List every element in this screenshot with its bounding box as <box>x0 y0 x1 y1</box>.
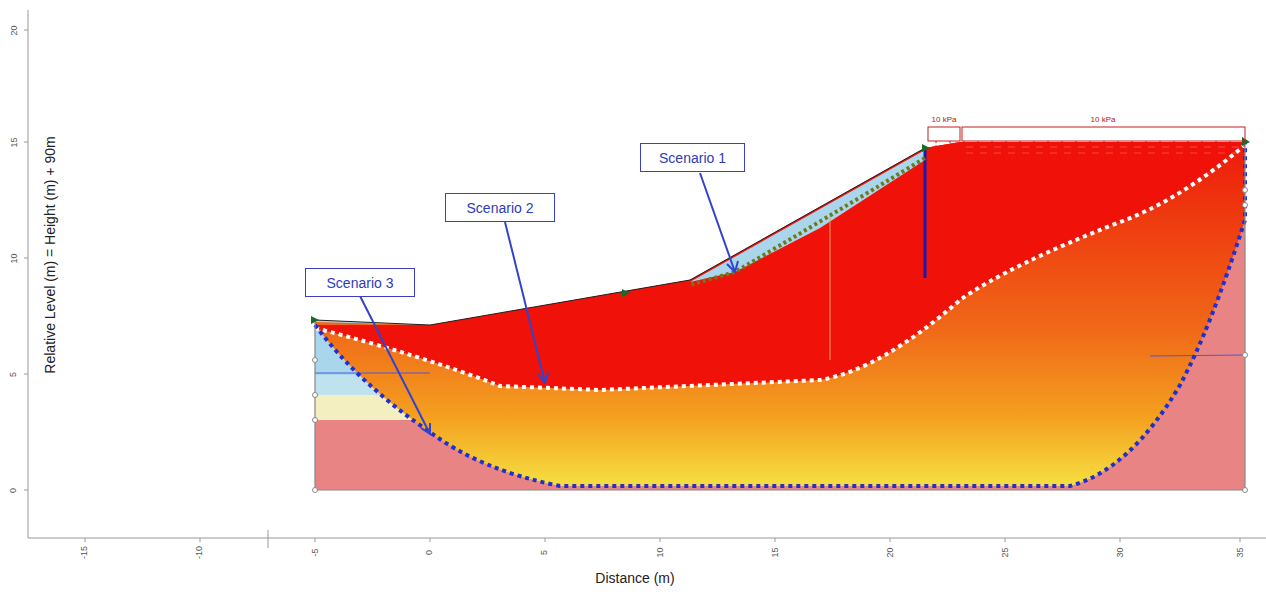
tick-label: 10 <box>9 253 18 263</box>
tick-label: 15 <box>770 547 779 557</box>
callout-arrows <box>360 173 738 434</box>
load-label: 10 kPa <box>1091 116 1116 124</box>
callout-box: Scenario 1 <box>640 143 745 172</box>
load-label: 10 kPa <box>932 116 957 124</box>
tick-label: 35 <box>1235 547 1244 557</box>
tick-label: 0 <box>425 549 434 554</box>
callout-text: Scenario 1 <box>659 150 726 166</box>
surcharge-loads <box>928 127 1245 141</box>
tick-label: 15 <box>9 137 18 147</box>
tick-label: 0 <box>9 487 18 492</box>
tick-label: 20 <box>9 25 18 35</box>
model-boundary <box>315 142 1245 490</box>
callout-text: Scenario 2 <box>467 200 534 216</box>
soil-body <box>315 142 1245 490</box>
x-axis <box>28 538 1266 539</box>
scenario-1-surface <box>690 158 925 285</box>
tick-label: -5 <box>310 548 319 556</box>
tick-label: 20 <box>885 547 894 557</box>
tick-label: -15 <box>80 545 89 558</box>
boundary-nodes <box>313 188 1248 493</box>
callout-text: Scenario 3 <box>327 275 394 291</box>
vertex-markers <box>311 137 1250 324</box>
reinforcement-line <box>924 150 927 278</box>
scenario-3-surface <box>315 142 1245 486</box>
tick-label: -10 <box>195 545 204 558</box>
water-table <box>315 372 430 373</box>
tick-label: 25 <box>1000 547 1009 557</box>
axis-title: Distance (m) <box>595 571 674 585</box>
axis-title: Relative Level (m) = Height (m) + 90m <box>43 136 57 373</box>
callout-box: Scenario 2 <box>445 193 555 222</box>
tick-label: 10 <box>655 547 664 557</box>
load-arrows <box>936 141 1244 150</box>
y-axis <box>28 10 29 538</box>
tick-label: 30 <box>1115 547 1124 557</box>
tick-label: 5 <box>540 549 549 554</box>
critical-zone <box>315 142 1245 390</box>
slip-envelope <box>315 142 1245 486</box>
scenario-2-surface <box>315 145 1245 390</box>
tick-label: 5 <box>9 371 18 376</box>
callout-box: Scenario 3 <box>305 268 415 297</box>
